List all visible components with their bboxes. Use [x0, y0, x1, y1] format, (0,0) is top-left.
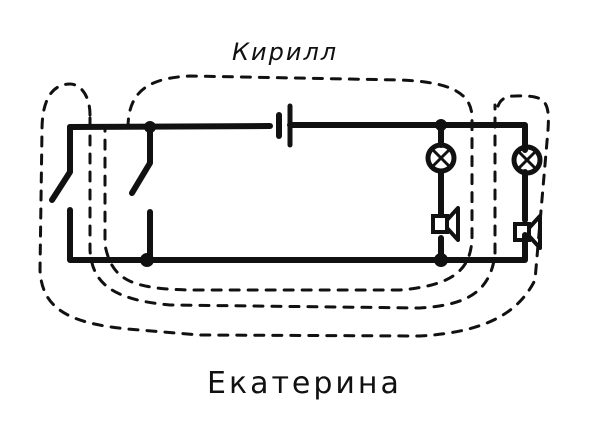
- region-kirill-outline: [103, 74, 474, 292]
- junction-node: [140, 253, 154, 267]
- buzzer-1-icon: [431, 206, 460, 242]
- region-ekaterina-outline: [38, 82, 550, 338]
- battery-icon: [276, 103, 293, 148]
- top-wire: [67, 123, 273, 130]
- label-kirill: Кирилл: [232, 38, 339, 66]
- top-wire-right: [287, 122, 528, 153]
- junction-node: [434, 253, 448, 267]
- switch-2: [129, 124, 153, 263]
- label-ekaterina: Екатерина: [207, 366, 402, 401]
- region-middle-outline: [88, 103, 497, 310]
- switch-1: [49, 124, 73, 203]
- junction-node: [144, 121, 156, 133]
- buzzer-2-icon: [513, 214, 542, 250]
- lamp-1-icon: [425, 142, 457, 174]
- lamp-2-icon: [511, 144, 543, 176]
- bottom-wire: [67, 207, 528, 263]
- junction-node: [435, 119, 447, 131]
